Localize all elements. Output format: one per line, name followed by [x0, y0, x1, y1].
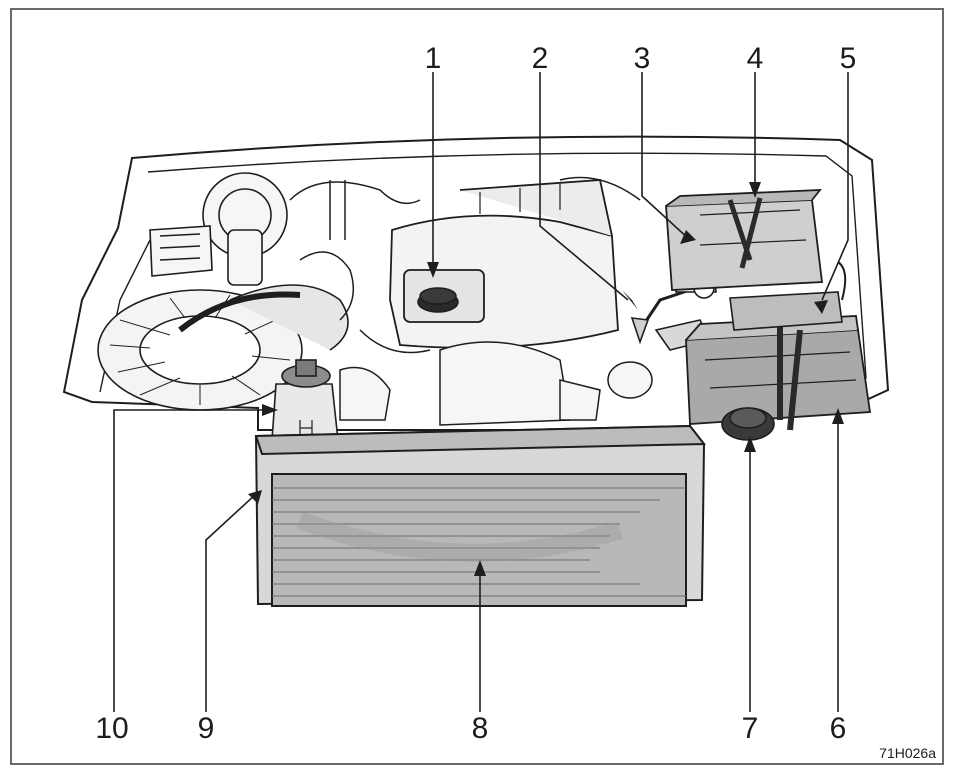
battery-rear — [665, 189, 824, 291]
coolant-reservoir — [271, 359, 339, 441]
callout-9: 9 — [198, 712, 215, 745]
leader-3 — [641, 72, 691, 241]
callout-2: 2 — [532, 42, 549, 75]
figure-code: 71H026a — [879, 745, 936, 761]
brake-booster — [149, 172, 288, 286]
radiator — [271, 473, 687, 607]
air-cleaner — [97, 284, 349, 411]
oil-dipstick — [630, 288, 691, 345]
callout-1: 1 — [425, 42, 442, 75]
leader-2 — [539, 72, 629, 301]
leader-5 — [821, 72, 849, 301]
washer-fluid-cap — [721, 407, 775, 441]
leader-lines — [113, 72, 849, 712]
battery-front — [685, 315, 872, 431]
fuse-box — [729, 261, 847, 331]
callout-8: 8 — [472, 712, 489, 745]
callout-6: 6 — [830, 712, 847, 745]
leader-arrowheads — [248, 182, 844, 576]
lower-engine-parts — [339, 341, 653, 426]
oil-filler-cap — [417, 287, 459, 313]
callout-10: 10 — [95, 712, 128, 745]
callout-4: 4 — [747, 42, 764, 75]
leader-9 — [205, 493, 257, 712]
callout-labels: 1 2 3 4 5 6 7 8 9 10 — [95, 42, 856, 745]
leader-10 — [113, 409, 268, 712]
callout-5: 5 — [840, 42, 857, 75]
callout-7: 7 — [742, 712, 759, 745]
callout-3: 3 — [634, 42, 651, 75]
